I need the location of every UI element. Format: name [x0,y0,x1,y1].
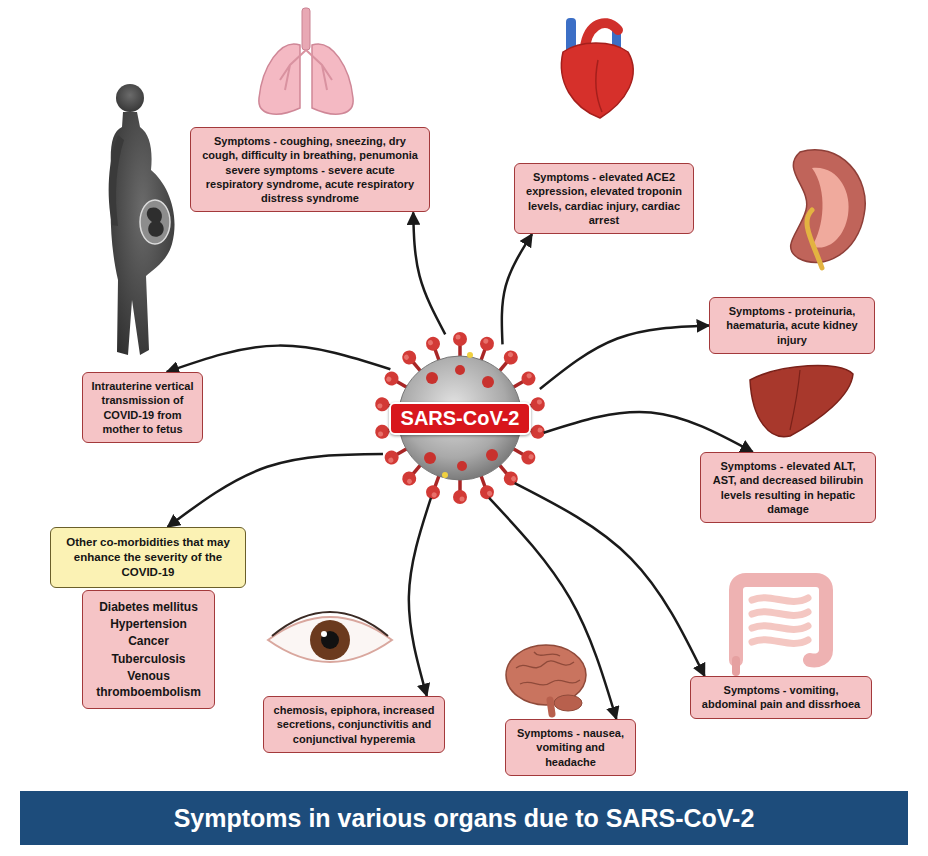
rectum [732,660,740,672]
iris [310,620,350,660]
symptom-box: Symptoms - nausea, vomiting and headache [505,719,636,776]
connector-group [167,212,753,719]
box-text: chemosis, epiphora, increased secretions… [271,703,437,746]
box-text: severe symptoms - severe acute respirato… [198,163,422,206]
box-text: Tuberculosis [89,651,208,667]
comorbidity-list-box: Diabetes mellitusHypertensionCancerTuber… [82,590,215,709]
virus-surface-dot [442,472,448,478]
lungs-figure [259,8,353,114]
virus-surface-spike [457,461,467,471]
comorbidity-heading-box: Other co-morbidities that may enhance th… [50,527,246,588]
brain-folds [516,652,580,685]
box-text: Symptoms - elevated ACE2 expression, ele… [522,170,686,227]
eye-highlight [321,631,327,637]
fetus [147,207,164,236]
symptom-box: Symptoms - vomiting, abdominal pain and … [690,676,872,719]
virus-figure [374,332,546,504]
liver-figure [750,365,853,436]
arrow-connector [168,454,383,527]
symptom-box: Symptoms - proteinuria, haematuria, acut… [709,297,875,354]
eyelid-line [272,612,388,636]
virus-surface-spike [482,376,494,388]
box-text: Symptoms - proteinuria, haematuria, acut… [717,304,867,347]
intestine-figure [736,580,826,672]
virus-surface-spike [426,372,438,384]
trachea [302,8,310,50]
box-text: Diabetes mellitus [89,599,208,615]
title-band: Symptoms in various organs due to SARS-C… [20,791,908,845]
box-text: Venous thromboembolism [89,668,208,700]
symptom-box: Symptoms - elevated ACE2 expression, ele… [514,163,694,234]
liver-body [750,365,853,436]
virus-label: SARS-CoV-2 [389,402,532,435]
box-text: Symptoms - coughing, sneezing, dry cough… [198,134,422,163]
eyeball [268,617,392,662]
large-intestine [736,580,826,661]
small-intestine [752,598,808,644]
box-text: Other co-morbidities that may enhance th… [59,535,237,580]
eye-figure [268,612,392,662]
transmission-box: Intrauterine vertical transmission of CO… [82,372,203,443]
box-text: Symptoms - nausea, vomiting and headache [513,726,628,769]
pregnant-woman-figure [109,84,175,355]
pupil [321,631,339,649]
virus-surface-spike [486,449,498,461]
box-text: Symptoms - vomiting, abdominal pain and … [698,683,864,712]
womb [140,200,170,244]
symptom-box: Symptoms - elevated ALT, AST, and decrea… [700,452,876,523]
heart-body [561,43,633,118]
box-text: Cancer [89,633,208,649]
arrow-connector [540,325,709,388]
symptom-box: Symptoms - coughing, sneezing, dry cough… [190,127,430,212]
arrow-connector [544,412,753,452]
woman-arm [109,135,124,226]
box-text: Symptoms - elevated ALT, AST, and decrea… [708,459,868,516]
virus-surface-dot [467,352,473,358]
bronchi [280,50,332,90]
cerebellum [554,695,582,711]
brain-figure [506,645,586,714]
arrow-connector [409,498,431,696]
arrow-connector [502,234,532,344]
kidney-figure [791,150,866,268]
heart-groove [596,60,602,112]
kidney-outer [791,150,866,263]
arrow-connector [489,498,616,719]
virus-hub: SARS-CoV-2 [375,333,545,503]
box-text: Hypertension [89,616,208,632]
liver-lobe-line [790,370,800,430]
heart-figure [561,18,633,118]
virus-surface-spike [455,365,465,375]
brainstem [550,700,552,714]
virus-surface-spike [424,452,436,464]
woman-head [116,84,144,112]
box-text: Intrauterine vertical transmission of CO… [90,379,195,436]
arrow-connector [413,212,445,334]
arrow-connector [167,346,391,372]
kidney-inner [812,168,849,248]
symptom-box: chemosis, epiphora, increased secretions… [263,696,445,753]
arrow-connector [515,483,705,676]
ureter [807,210,822,268]
